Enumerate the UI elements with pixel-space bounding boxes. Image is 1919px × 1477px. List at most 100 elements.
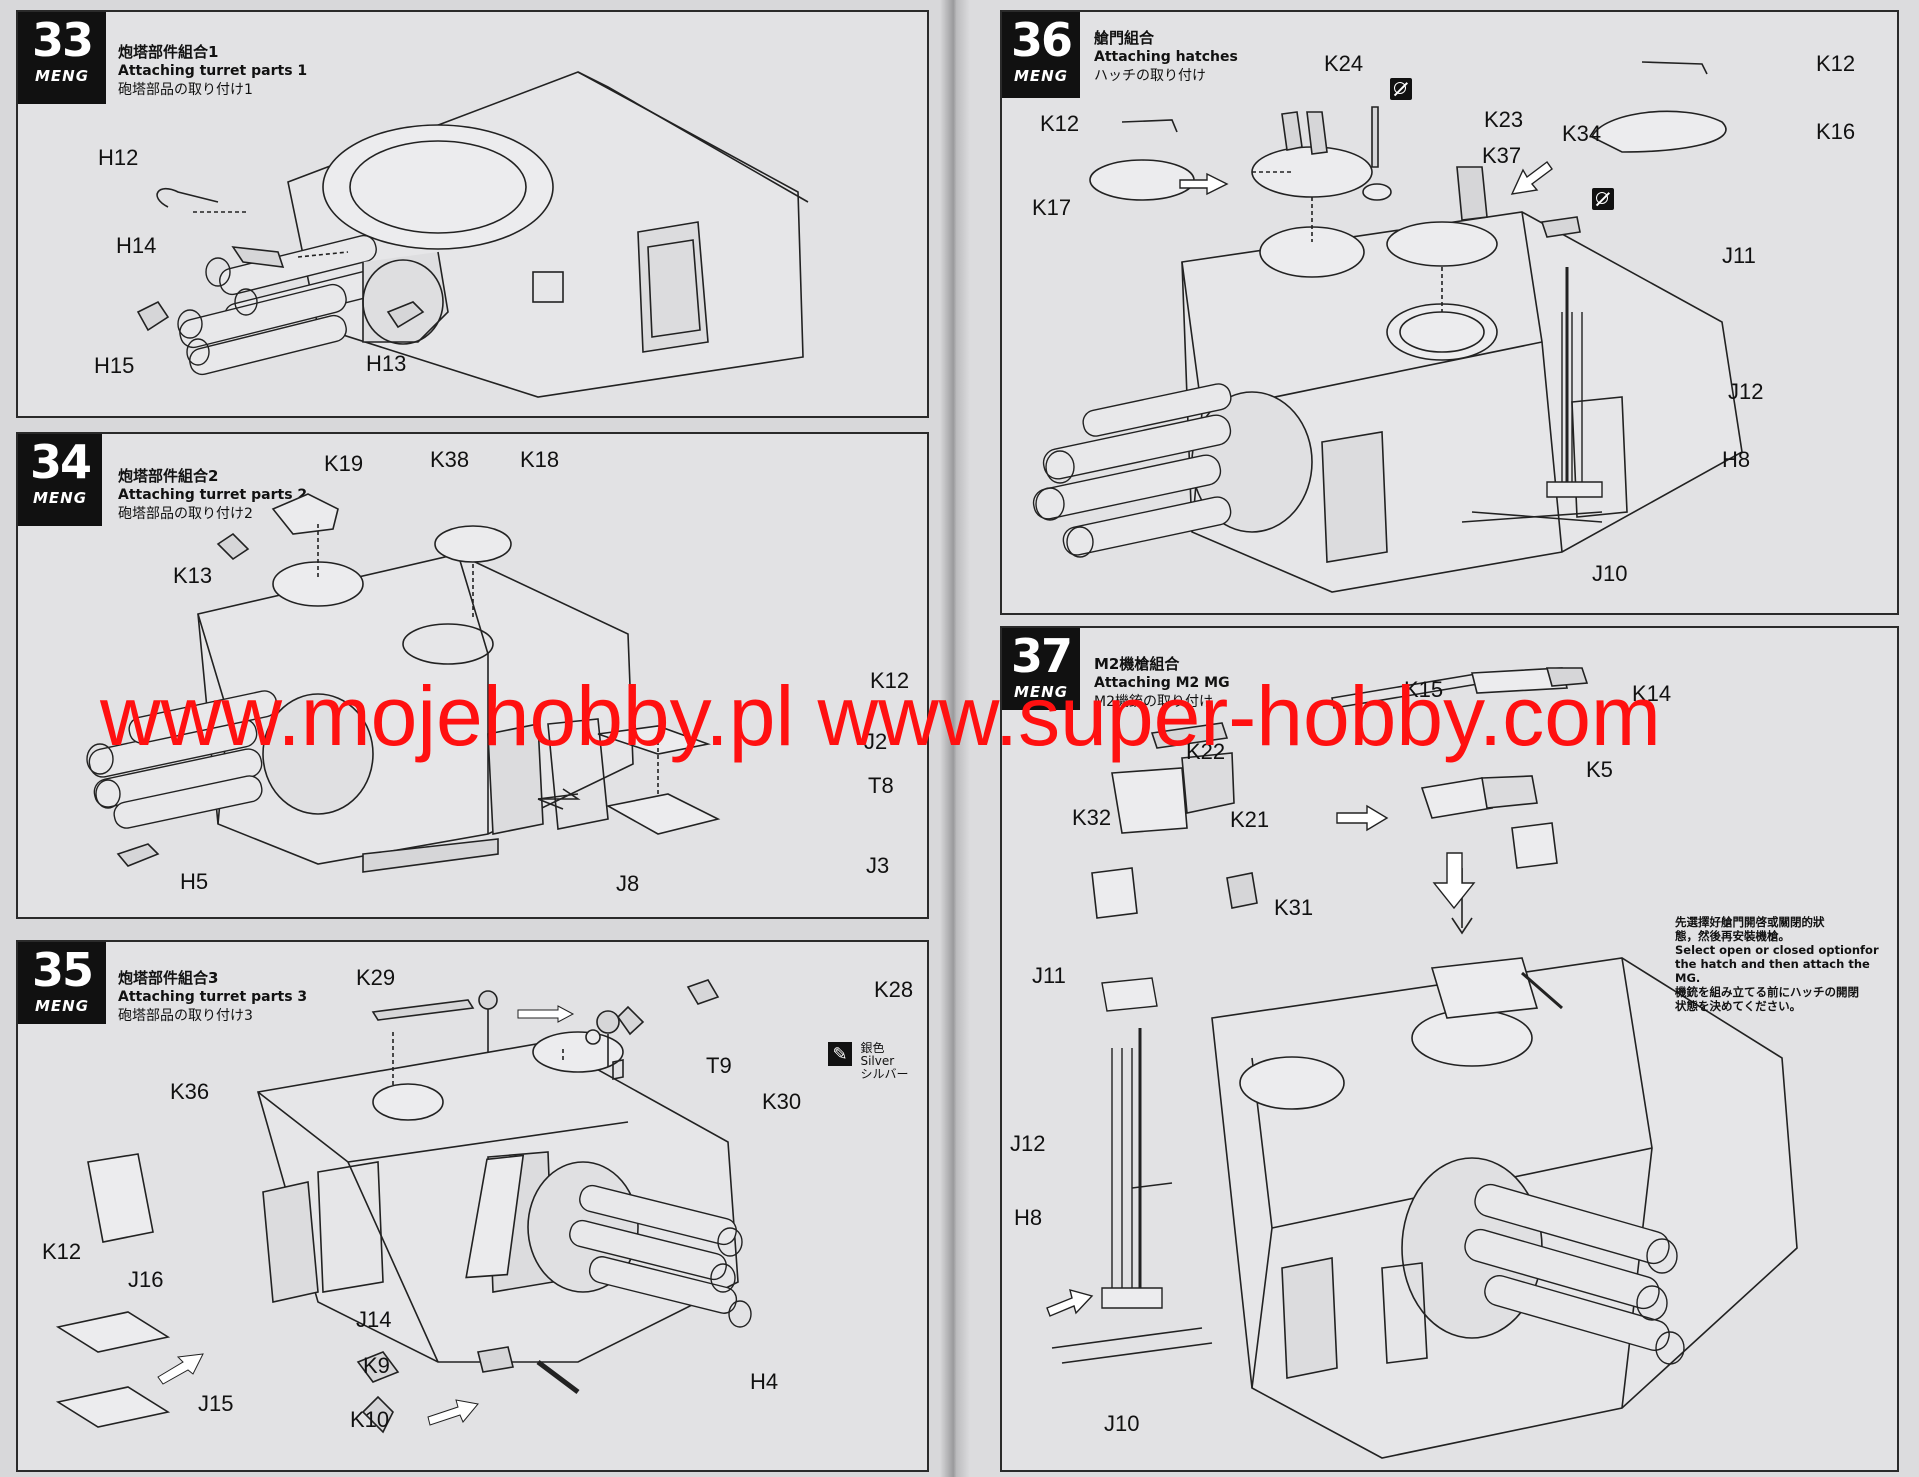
step-title-en: Attaching M2 MG xyxy=(1094,675,1230,691)
do-not-glue-icon xyxy=(1390,78,1412,100)
part-label: K28 xyxy=(874,977,914,1002)
part-label: K15 xyxy=(1404,677,1444,702)
turret-drawing-35 xyxy=(55,979,752,1434)
paint-color-cn: 銀色 xyxy=(860,1041,885,1055)
part-label: K29 xyxy=(356,965,396,990)
meng-logo: MENG xyxy=(1013,683,1069,701)
mg-assembly-note: 先選擇好艙門開啓或關閉的狀 態，然後再安裝機槍。 Select open or … xyxy=(1675,915,1890,1013)
note-line: 先選擇好艙門開啓或關閉的狀 xyxy=(1675,915,1825,929)
page-gutter xyxy=(940,0,970,1477)
meng-logo: MENG xyxy=(34,997,90,1015)
part-label: H12 xyxy=(98,145,139,170)
part-label: J10 xyxy=(1104,1411,1140,1436)
part-label: K16 xyxy=(1816,119,1856,144)
part-label: K12 xyxy=(1040,111,1080,136)
part-label: K37 xyxy=(1482,143,1522,168)
part-label: K9 xyxy=(363,1353,390,1378)
part-label: J2 xyxy=(864,729,888,754)
part-label: J16 xyxy=(128,1267,164,1292)
step-title-cn: 炮塔部件組合3 xyxy=(118,969,219,987)
step-title-jp: 砲塔部品の取り付け3 xyxy=(118,1008,253,1024)
part-label: H15 xyxy=(94,353,135,378)
step-titles: 炮塔部件組合2 Attaching turret parts 2 砲塔部品の取り… xyxy=(118,466,307,524)
part-label: K12 xyxy=(42,1239,82,1264)
meng-logo: MENG xyxy=(32,489,88,507)
step-35-panel: 35 MENG 炮塔部件組合3 Attaching turret parts 3… xyxy=(16,940,929,1472)
part-label: K24 xyxy=(1324,51,1364,76)
part-label: J11 xyxy=(1032,963,1066,988)
turret-drawing-33 xyxy=(136,71,809,398)
step-badge: 34 MENG xyxy=(18,434,102,526)
step-number: 34 xyxy=(29,435,92,489)
step-33-panel: 33 MENG 炮塔部件組合1 Attaching turret parts 1… xyxy=(16,10,929,418)
part-label: K22 xyxy=(1186,739,1226,764)
part-label: K14 xyxy=(1632,681,1672,706)
part-label: J8 xyxy=(616,871,640,896)
step-title-en: Attaching turret parts 3 xyxy=(118,989,308,1005)
part-label: K34 xyxy=(1562,121,1602,146)
part-label: J15 xyxy=(198,1391,234,1416)
step-titles: 炮塔部件組合1 Attaching turret parts 1 砲塔部品の取り… xyxy=(118,42,307,100)
meng-logo: MENG xyxy=(34,67,90,85)
step-title-jp: 砲塔部品の取り付け1 xyxy=(118,82,253,98)
step-title-en: Attaching hatches xyxy=(1094,49,1238,65)
step-title-cn: M2機槍組合 xyxy=(1094,655,1180,673)
part-label: J11 xyxy=(1722,243,1756,268)
step-title-en: Attaching turret parts 2 xyxy=(118,487,308,503)
meng-logo: MENG xyxy=(1013,67,1069,85)
step-badge: 37 MENG xyxy=(1002,628,1080,710)
turret-drawing-36 xyxy=(1032,61,1743,593)
note-line: 状態を決めてください。 xyxy=(1675,999,1802,1013)
part-label: K30 xyxy=(762,1089,802,1114)
step-title-jp: ハッチの取り付け xyxy=(1094,68,1206,84)
note-line: 機銃を組み立てる前にハッチの開閉 xyxy=(1675,985,1859,999)
part-label: K21 xyxy=(1230,807,1270,832)
part-label: K12 xyxy=(1816,51,1856,76)
part-label: K13 xyxy=(173,563,213,588)
part-label: K12 xyxy=(870,668,910,693)
note-line: Select open or closed optionfor xyxy=(1675,943,1879,957)
step-number: 36 xyxy=(1010,13,1073,67)
part-label: K23 xyxy=(1484,107,1524,132)
part-label: H5 xyxy=(180,869,209,894)
part-label: T8 xyxy=(868,773,894,798)
step-title-cn: 炮塔部件組合2 xyxy=(118,467,219,485)
paint-brush-icon: ✎ xyxy=(828,1042,852,1066)
paint-callout: ✎ 銀色 Silver シルバー xyxy=(828,1042,918,1081)
step-number: 33 xyxy=(31,13,94,67)
step-title-jp: 砲塔部品の取り付け2 xyxy=(118,506,253,522)
part-label: K32 xyxy=(1072,805,1112,830)
paint-color-text: 銀色 Silver シルバー xyxy=(860,1042,908,1081)
part-label: K18 xyxy=(520,447,560,472)
note-line: 態，然後再安裝機槍。 xyxy=(1675,929,1790,943)
part-label: J14 xyxy=(356,1307,392,1332)
step-34-panel: 34 MENG 炮塔部件組合2 Attaching turret parts 2… xyxy=(16,432,929,919)
part-label: K36 xyxy=(170,1079,210,1104)
step-badge: 35 MENG xyxy=(18,942,106,1024)
do-not-glue-icon xyxy=(1592,188,1614,210)
part-label: J12 xyxy=(1010,1131,1046,1156)
step-titles: 炮塔部件組合3 Attaching turret parts 3 砲塔部品の取り… xyxy=(118,968,307,1026)
step-badge: 33 MENG xyxy=(18,12,106,104)
step-37-panel: 37 MENG M2機槍組合 Attaching M2 MG M2機銃の取り付け xyxy=(1000,626,1899,1472)
part-label: H13 xyxy=(366,351,407,376)
part-label: K31 xyxy=(1274,895,1314,920)
step-badge: 36 MENG xyxy=(1002,12,1080,98)
step-titles: 艙門組合 Attaching hatches ハッチの取り付け xyxy=(1094,28,1238,86)
step-title-en: Attaching turret parts 1 xyxy=(118,63,308,79)
step-titles: M2機槍組合 Attaching M2 MG M2機銃の取り付け xyxy=(1094,654,1230,712)
part-label: K10 xyxy=(350,1407,390,1432)
part-label: J10 xyxy=(1592,561,1628,586)
step-36-panel: 36 MENG 艙門組合 Attaching hatches ハッチの取り付け xyxy=(1000,10,1899,615)
part-label: H4 xyxy=(750,1369,779,1394)
part-label: K19 xyxy=(324,451,364,476)
step-number: 37 xyxy=(1010,629,1073,683)
step-title-jp: M2機銃の取り付け xyxy=(1094,694,1213,710)
note-line: the hatch and then attach the MG. xyxy=(1675,957,1870,985)
step-title-cn: 艙門組合 xyxy=(1094,29,1155,47)
watermark-text: www.mojehobby.pl www.super-hobby.com xyxy=(100,669,1661,763)
part-label: H14 xyxy=(116,233,157,258)
part-label: K38 xyxy=(430,447,470,472)
part-label: H8 xyxy=(1014,1205,1043,1230)
step-title-cn: 炮塔部件組合1 xyxy=(118,43,219,61)
